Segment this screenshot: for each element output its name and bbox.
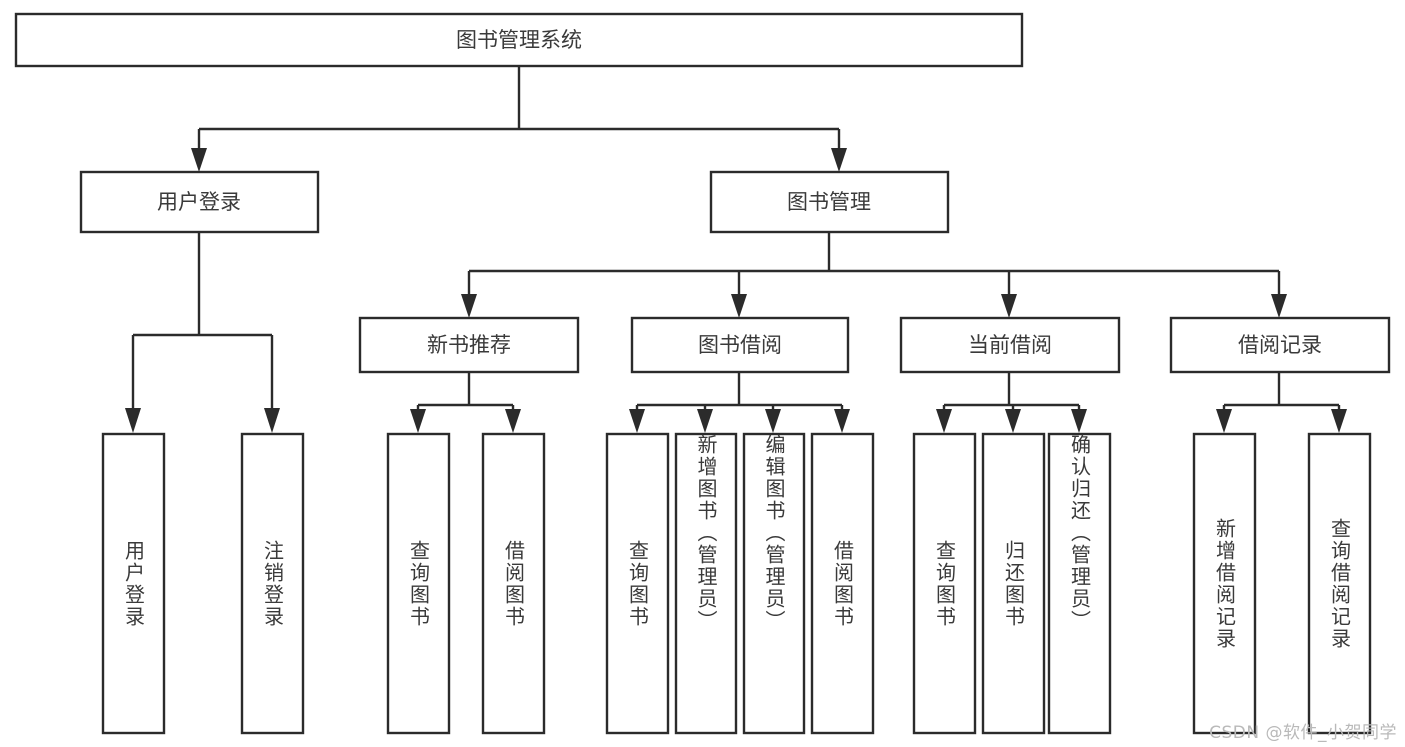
arrow-head-icon: [831, 148, 847, 172]
node-box[interactable]: [1169, 316, 1391, 374]
arrow-head-icon: [1071, 409, 1087, 433]
node-current-borrow[interactable]: 当前借阅: [899, 316, 1121, 374]
arrow-head-icon: [191, 148, 207, 172]
arrow-head-icon: [629, 409, 645, 433]
node-label-user-login: 用户登录: [157, 190, 241, 214]
node-box[interactable]: [14, 12, 1024, 68]
leaf-box-edit-book[interactable]: [742, 432, 806, 735]
arrow-head-icon: [505, 409, 521, 433]
node-box[interactable]: [79, 170, 320, 234]
leaf-box-return-book[interactable]: [981, 432, 1046, 735]
node-book-borrow[interactable]: 图书借阅: [630, 316, 850, 374]
arrow-head-icon: [125, 408, 141, 433]
connectors-record-to-leaves: [1216, 372, 1347, 433]
node-box[interactable]: [899, 316, 1121, 374]
arrow-head-icon: [1331, 409, 1347, 433]
node-box[interactable]: [358, 316, 580, 374]
leaf-box-borrow-book-1[interactable]: [481, 432, 546, 735]
leaf-box-borrow-book-2[interactable]: [810, 432, 875, 735]
node-label-current-borrow: 当前借阅: [968, 333, 1052, 357]
node-label-book-management: 图书管理: [787, 190, 871, 214]
arrow-head-icon: [264, 408, 280, 433]
node-box[interactable]: [630, 316, 850, 374]
arrow-head-icon: [697, 409, 713, 433]
leaf-boxes: [101, 432, 1372, 735]
node-book-management[interactable]: 图书管理: [709, 170, 950, 234]
connectors-userlogin-to-leaves: [125, 232, 280, 433]
connectors-newbook-to-leaves: [410, 372, 521, 433]
leaf-box-query-book-2[interactable]: [605, 432, 670, 735]
leaf-box-user-login[interactable]: [101, 432, 166, 735]
arrow-head-icon: [1216, 409, 1232, 433]
arrow-head-icon: [410, 409, 426, 433]
node-user-login[interactable]: 用户登录: [79, 170, 320, 234]
leaf-box-logout[interactable]: [240, 432, 305, 735]
arrow-head-icon: [765, 409, 781, 433]
connectors-root-to-level2: [191, 66, 847, 172]
leaf-box-add-record[interactable]: [1192, 432, 1257, 735]
node-box[interactable]: [709, 170, 950, 234]
arrow-head-icon: [1005, 409, 1021, 433]
node-label-new-book-recommend: 新书推荐: [427, 333, 511, 357]
connectors-current-to-leaves: [936, 372, 1087, 433]
connectors-bookmgmt-to-level3: [461, 232, 1287, 318]
watermark: CSDN @软件_小贺同学: [1209, 723, 1397, 743]
arrow-head-icon: [936, 409, 952, 433]
arrow-head-icon: [834, 409, 850, 433]
node-label-book-borrow: 图书借阅: [698, 333, 782, 357]
node-label-root: 图书管理系统: [456, 28, 582, 52]
node-new-book-recommend[interactable]: 新书推荐: [358, 316, 580, 374]
connectors-borrowbook-to-leaves: [629, 372, 850, 433]
leaf-box-query-book-3[interactable]: [912, 432, 977, 735]
node-borrow-record[interactable]: 借阅记录: [1169, 316, 1391, 374]
node-root-system[interactable]: 图书管理系统: [14, 12, 1024, 68]
leaf-box-query-book-1[interactable]: [386, 432, 451, 735]
arrow-head-icon: [461, 294, 477, 318]
arrow-head-icon: [1001, 294, 1017, 318]
leaf-box-query-record[interactable]: [1307, 432, 1372, 735]
arrow-head-icon: [731, 294, 747, 318]
leaf-box-add-book[interactable]: [674, 432, 738, 735]
node-label-borrow-record: 借阅记录: [1238, 333, 1322, 357]
leaf-box-confirm-return[interactable]: [1047, 432, 1112, 735]
arrow-head-icon: [1271, 294, 1287, 318]
